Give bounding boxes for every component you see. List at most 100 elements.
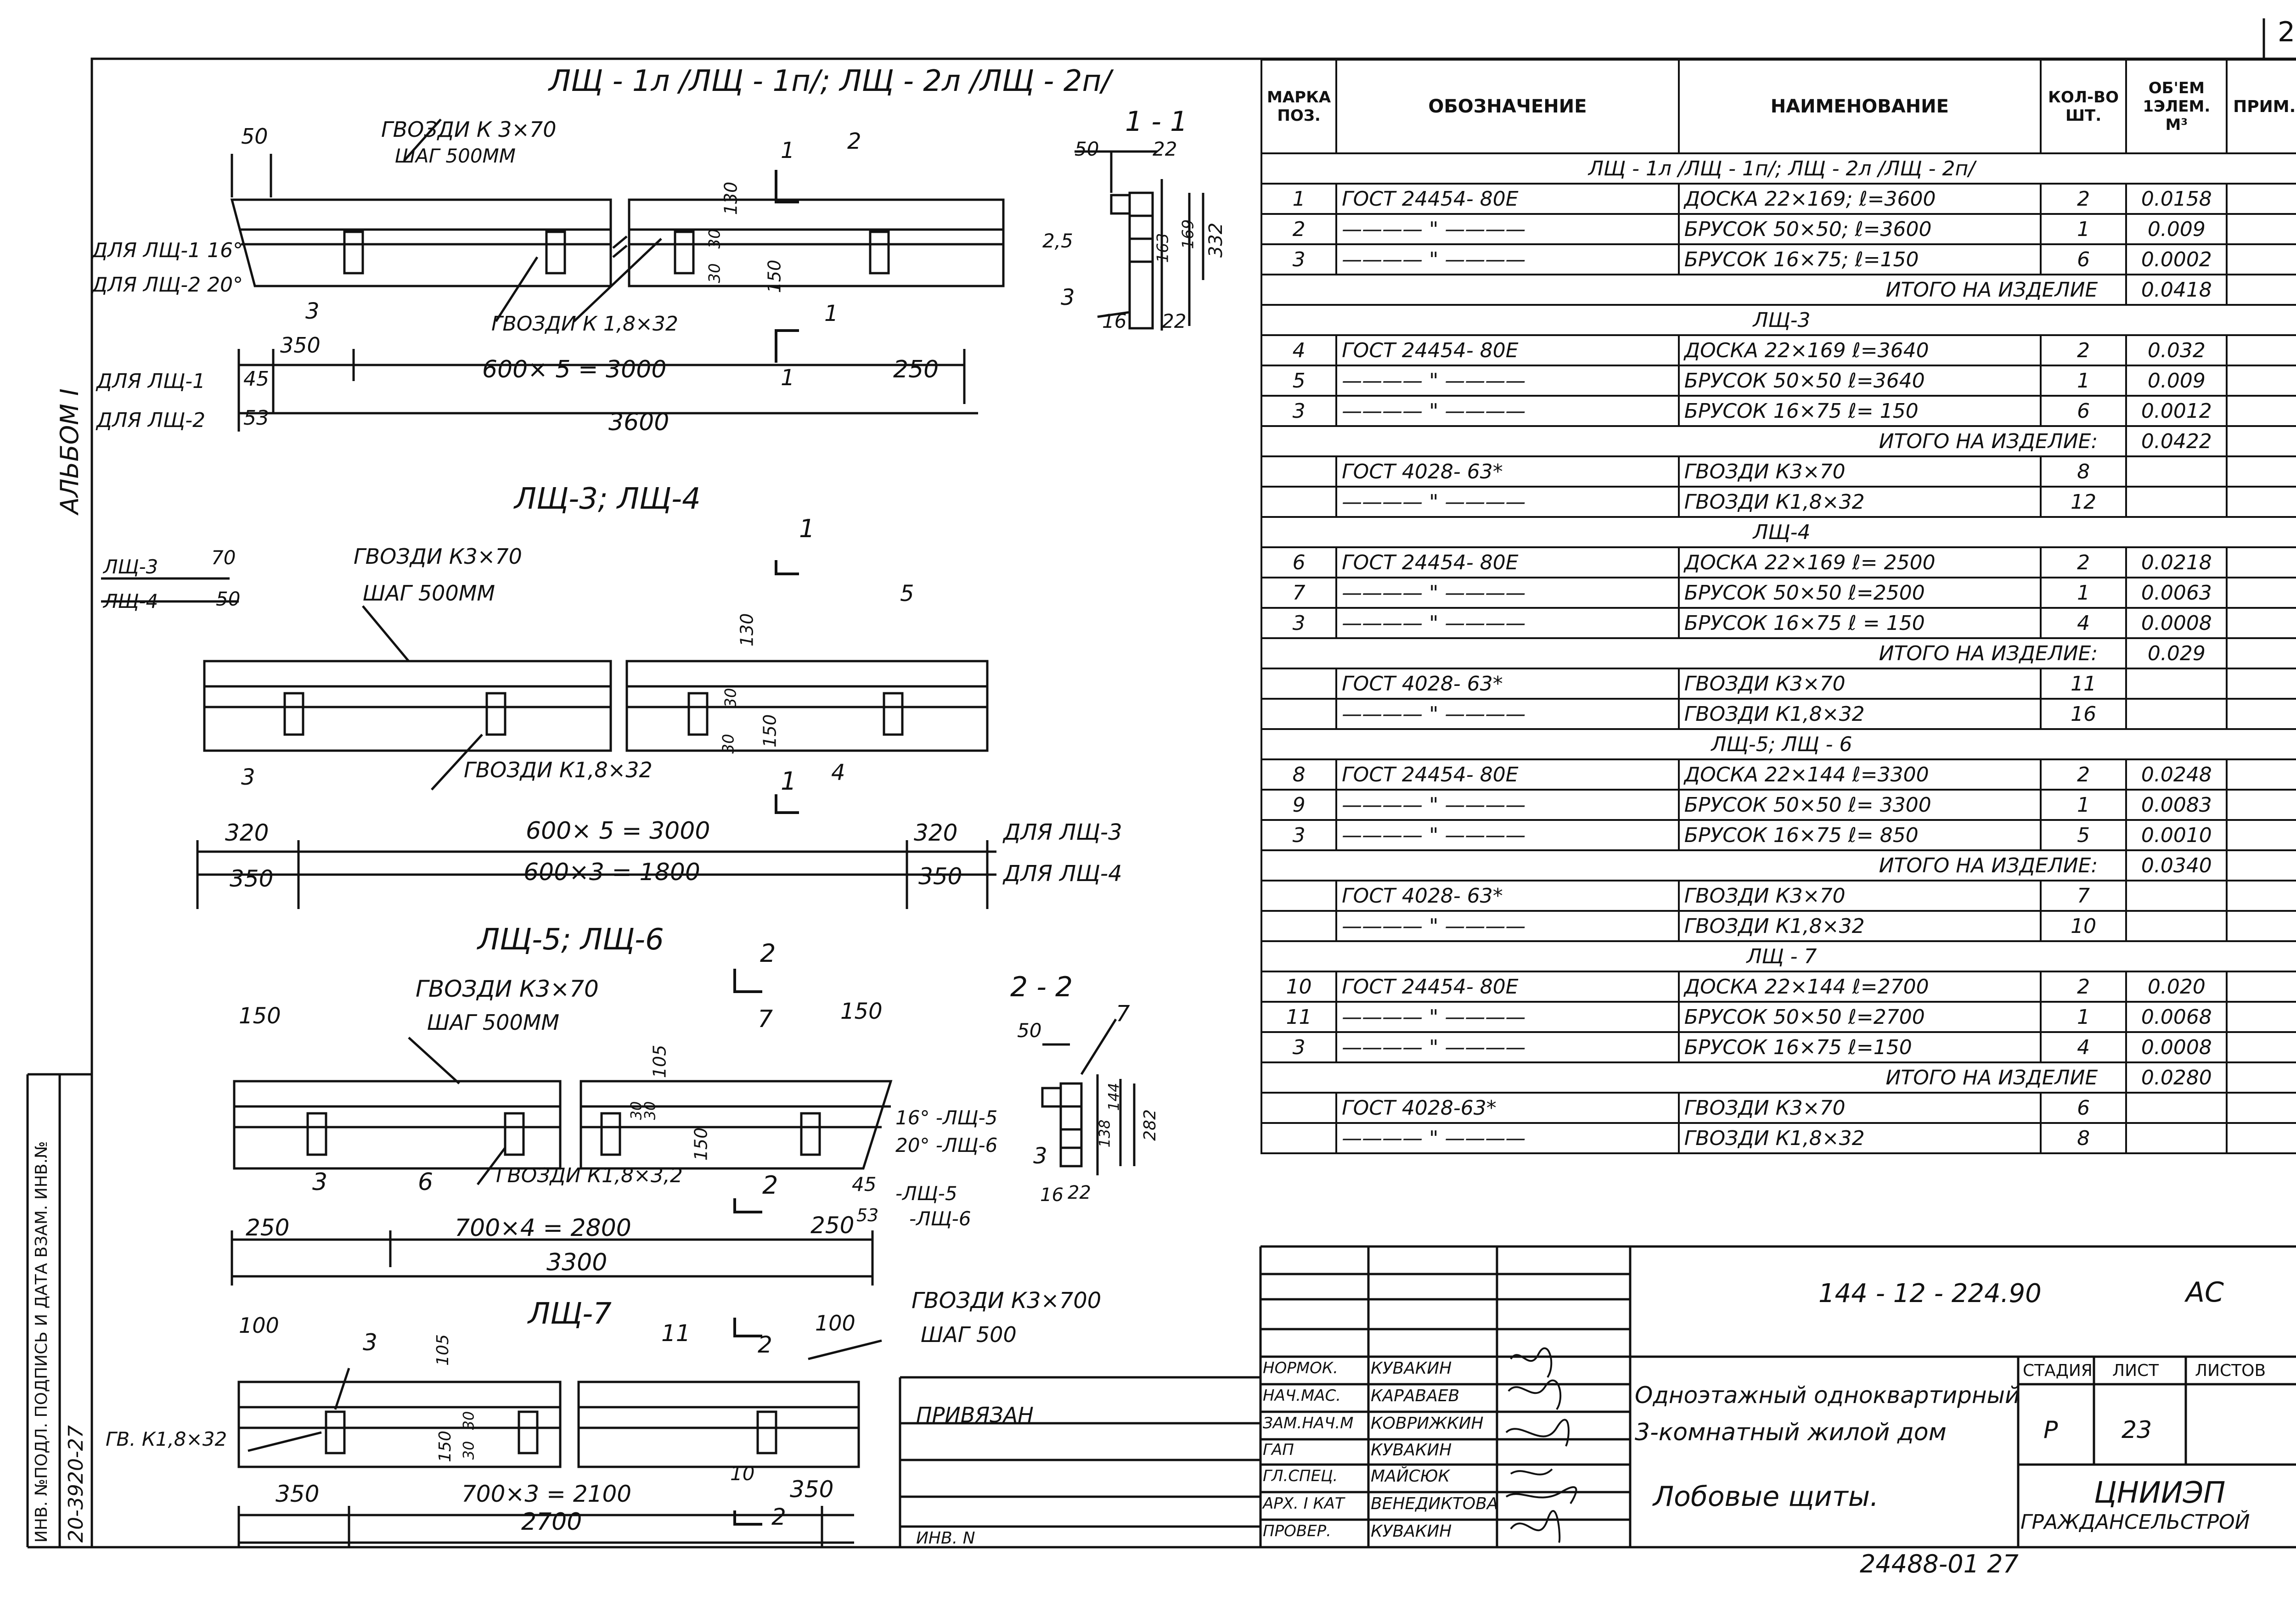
spec-pos: 3 <box>1260 1031 1338 1063</box>
view2-dim-320a: 320 <box>225 820 269 846</box>
spec-qty: 6 <box>2039 243 2127 275</box>
view2-cut1-top: 1 <box>799 514 815 543</box>
bottom-number: 24488-01 27 <box>1860 1549 2019 1578</box>
spec-designation: ———— " ———— <box>1335 365 1680 397</box>
spec-header-row: МАРКА ПОЗ. ОБОЗНАЧЕНИЕ НАИМЕНОВАНИЕ КОЛ-… <box>1260 59 2296 154</box>
section22-pos3: 3 <box>1033 1143 1047 1169</box>
spec-note-cell <box>2226 910 2296 942</box>
section11-dim-16: 16 <box>1102 310 1127 332</box>
view1-nails-big: ГВОЗДИ К 3×70 <box>381 117 557 142</box>
spec-name: БРУСОК 16×75 ℓ = 150 <box>1677 607 2042 639</box>
signer-name: КОВРИЖКИН <box>1371 1414 1484 1433</box>
view3-cut2-bottom: 2 <box>762 1171 778 1200</box>
spec-qty: 10 <box>2039 910 2127 942</box>
spec-name: ГВОЗДИ К1,8×32 <box>1677 486 2042 518</box>
spec-volume <box>2125 486 2228 518</box>
spec-designation: ———— " ———— <box>1335 819 1680 851</box>
spec-row: ИТОГО НА ИЗДЕЛИЕ:0.029 <box>1260 637 2296 669</box>
view2-lsh3: ЛЩ-3 <box>103 556 158 578</box>
spec-qty: 7 <box>2039 880 2127 912</box>
view3-dim-3300: 3300 <box>546 1249 608 1276</box>
section22-title: 2 - 2 <box>1010 971 1073 1003</box>
view3-d5: -ЛЩ-5 <box>895 1182 957 1205</box>
signature-2 <box>1508 1379 1562 1410</box>
spec-name: БРУСОК 50×50; ℓ=3600 <box>1677 213 2042 245</box>
view1-for1: ДЛЯ ЛЩ-1 <box>96 370 206 393</box>
view3-dim-105: 105 <box>649 1044 670 1078</box>
spec-designation: ———— " ———— <box>1335 607 1680 639</box>
spec-name: ГВОЗДИ К3×70 <box>1677 1092 2042 1124</box>
spec-pos: 7 <box>1260 577 1338 609</box>
spec-section-title: ЛЩ - 7 <box>1261 940 2296 972</box>
spec-name: БРУСОК 50×50 ℓ=2500 <box>1677 577 2042 609</box>
spec-name: БРУСОК 16×75; ℓ=150 <box>1677 243 2042 275</box>
view1-dim-150: 150 <box>764 259 785 293</box>
view2-dim-3000: 600× 5 = 3000 <box>526 817 710 845</box>
signature-1 <box>1510 1347 1553 1378</box>
signer-role: НАЧ.МАС. <box>1263 1387 1341 1405</box>
spec-name: БРУСОК 16×75 ℓ= 150 <box>1677 395 2042 427</box>
signature-5 <box>1505 1486 1577 1505</box>
view4-nails-big: ГВОЗДИ К3×700 <box>912 1288 1102 1314</box>
spec-designation: ———— " ———— <box>1335 1001 1680 1033</box>
privyazan-label: ПРИВЯЗАН <box>916 1403 1034 1427</box>
spec-total-label: ИТОГО НА ИЗДЕЛИЕ: <box>1260 425 2127 457</box>
spec-designation: ———— " ———— <box>1335 213 1680 245</box>
view-lsh-5-6 <box>231 969 893 1286</box>
sheet-label: ЛИСТ <box>2112 1361 2159 1380</box>
view3-dim-150: 150 <box>691 1127 711 1161</box>
signer-name: КАРАВАЕВ <box>1371 1387 1460 1405</box>
signer-name: МАЙСЮК <box>1371 1467 1450 1486</box>
spec-volume <box>2125 668 2228 700</box>
spec-pos <box>1260 880 1338 912</box>
spec-total-label: ИТОГО НА ИЗДЕЛИЕ: <box>1260 849 2127 881</box>
spec-pos <box>1260 668 1338 700</box>
view4-dim-2700: 2700 <box>521 1508 582 1536</box>
section22-dim-282: 282 <box>1140 1109 1159 1141</box>
spec-note-cell <box>2226 274 2296 306</box>
spec-volume <box>2125 698 2228 730</box>
spec-note-cell <box>2226 395 2296 427</box>
spec-pos: 5 <box>1260 365 1338 397</box>
spec-pos <box>1260 1122 1338 1154</box>
spec-volume: 0.0248 <box>2125 758 2228 791</box>
inv-label: ИНВ. N <box>916 1529 975 1548</box>
spec-designation: ———— " ———— <box>1335 577 1680 609</box>
spec-note-cell <box>2226 758 2296 791</box>
stage-value: Р <box>2043 1416 2058 1444</box>
spec-qty: 2 <box>2039 971 2127 1003</box>
signer-name: КУВАКИН <box>1371 1359 1452 1378</box>
view2-dim-30b: 30 <box>719 734 738 754</box>
view1-dim-53: 53 <box>243 406 269 430</box>
spec-note-cell <box>2226 698 2296 730</box>
view1-angle2: ДЛЯ ЛЩ-2 20° <box>92 273 243 297</box>
view2-dim-320b: 320 <box>914 820 958 846</box>
view4-dim-30b: 30 <box>460 1441 478 1460</box>
title-block-lines <box>899 1245 2296 1547</box>
spec-volume: 0.0008 <box>2125 607 2228 639</box>
spec-total-volume: 0.0340 <box>2125 849 2228 881</box>
view2-dim-50: 50 <box>216 588 241 610</box>
view4-dim-2100: 700×3 = 2100 <box>461 1481 632 1507</box>
view4-dim-100a: 100 <box>239 1313 279 1338</box>
view2-dim-70: 70 <box>211 546 236 569</box>
spec-pos <box>1260 455 1338 488</box>
spec-volume: 0.0063 <box>2125 577 2228 609</box>
stage-label: СТАДИЯ <box>2023 1361 2093 1380</box>
view1-dim-30b: 30 <box>705 263 724 283</box>
spec-qty: 11 <box>2039 668 2127 700</box>
view2-dim-350a: 350 <box>230 865 274 892</box>
view1-nails-small: ГВОЗДИ К 1,8×32 <box>491 312 678 336</box>
view2-dim-350b: 350 <box>918 863 962 890</box>
spec-qty: 1 <box>2039 365 2127 397</box>
view3-pos6: 6 <box>418 1168 433 1196</box>
spec-pos <box>1260 486 1338 518</box>
signer-role: ГЛ.СПЕЦ. <box>1263 1467 1338 1485</box>
spec-note-cell <box>2226 668 2296 700</box>
view4-title: ЛЩ-7 <box>528 1297 612 1331</box>
view4-dim-105: 105 <box>433 1334 452 1366</box>
spec-note-cell <box>2226 334 2296 366</box>
